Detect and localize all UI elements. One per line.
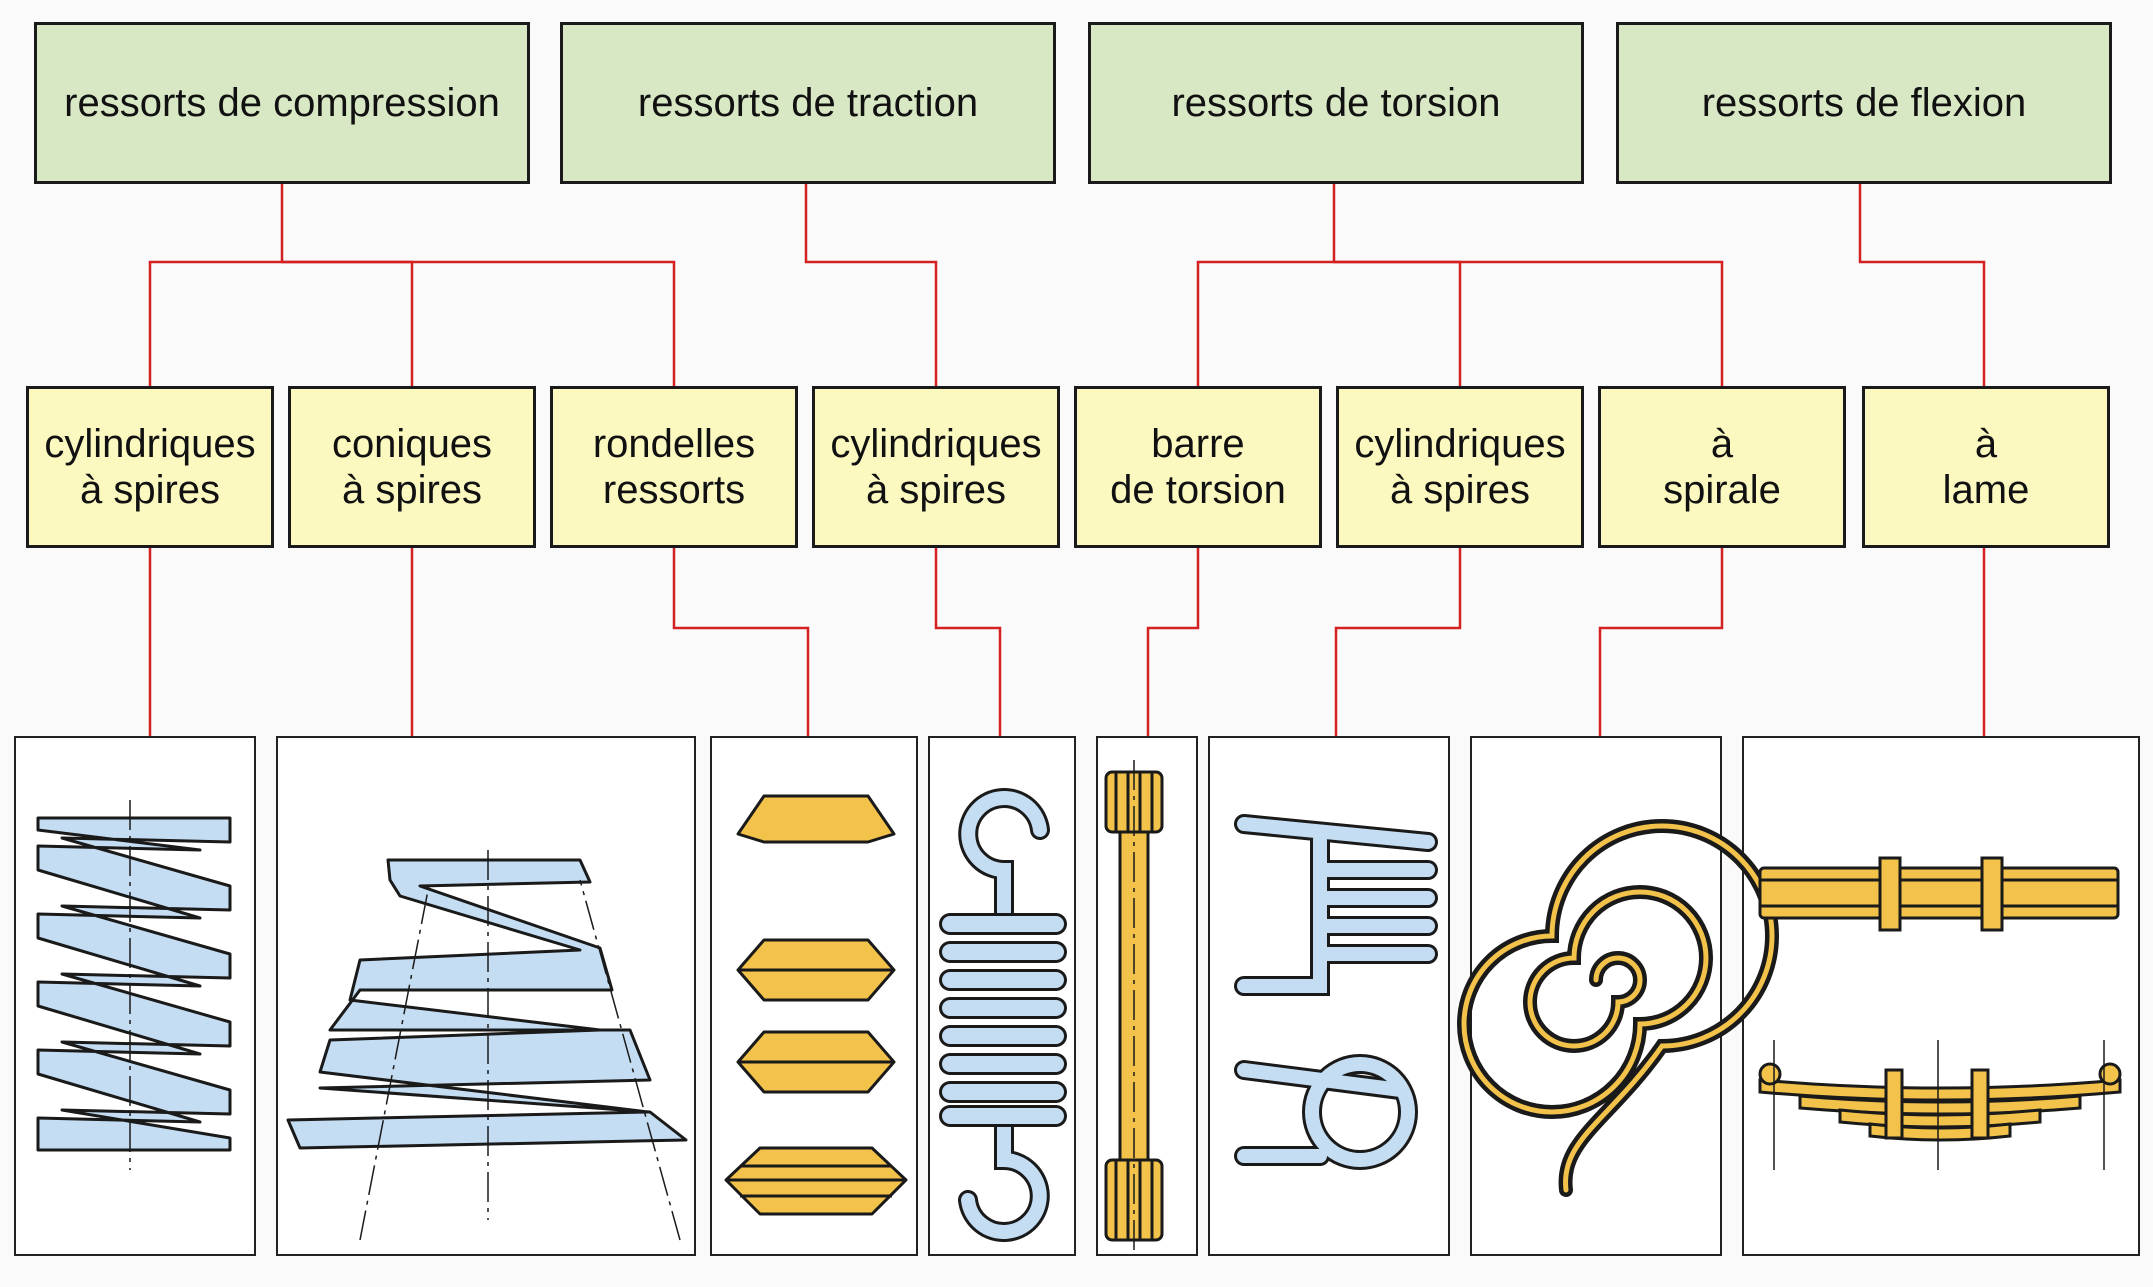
subtype-line2: lame	[1942, 468, 2030, 512]
connector-traction-cyl	[804, 184, 938, 386]
subtype-compression-conical: coniques à spires	[288, 386, 536, 548]
subtype-line1: coniques	[331, 422, 493, 466]
torsion-spring-icon	[1234, 814, 1438, 1170]
category-compression: ressorts de compression	[34, 22, 530, 184]
subtype-compression-cylindrical: cylindriques à spires	[26, 386, 274, 548]
panel-compression-conical	[276, 736, 696, 1256]
category-flexion: ressorts de flexion	[1616, 22, 2112, 184]
category-label: ressorts de flexion	[1701, 80, 2027, 125]
connector-ill-3	[672, 548, 810, 736]
subtype-torsion-cylindrical: cylindriques à spires	[1336, 386, 1584, 548]
traction-spring-icon	[939, 788, 1067, 1242]
subtype-leaf-spring: à lame	[1862, 386, 2110, 548]
subtype-line1: à	[1974, 422, 1998, 466]
subtype-line2: à spires	[1389, 468, 1531, 512]
subtype-line1: barre	[1151, 422, 1245, 466]
subtype-line2: spirale	[1663, 468, 1781, 512]
subtype-torsion-bar: barre de torsion	[1074, 386, 1322, 548]
subtype-line2: à spires	[79, 468, 221, 512]
cylindrical-compression-spring-icon	[36, 800, 232, 1170]
connector-ill-6	[1334, 548, 1462, 736]
connector-compression-cyl	[148, 184, 284, 386]
subtype-line1: cylindriques	[830, 422, 1042, 466]
category-label: ressorts de traction	[637, 80, 979, 125]
subtype-line1: rondelles	[592, 422, 756, 466]
subtype-traction-cylindrical: cylindriques à spires	[812, 386, 1060, 548]
subtype-line2: à spires	[341, 468, 483, 512]
category-label: ressorts de compression	[64, 80, 500, 125]
subtype-line2: à spires	[865, 468, 1007, 512]
subtype-line1: cylindriques	[44, 422, 256, 466]
subtype-disc-springs: rondelles ressorts	[550, 386, 798, 548]
subtype-spiral: à spirale	[1598, 386, 1846, 548]
torsion-bar-icon	[1104, 760, 1164, 1250]
connector-compression-rond	[282, 260, 676, 386]
subtype-line2: ressorts	[602, 468, 746, 512]
subtype-line2: de torsion	[1110, 468, 1286, 512]
conical-compression-spring-icon	[286, 850, 688, 1241]
connector-ill-7	[1598, 548, 1724, 736]
subtype-line1: à	[1710, 422, 1734, 466]
connector-flexion-lame	[1858, 184, 1986, 386]
disc-springs-icon	[724, 794, 908, 1216]
category-torsion: ressorts de torsion	[1088, 22, 1584, 184]
connector-torsion-barre	[1196, 184, 1336, 386]
connector-ill-4	[934, 548, 1002, 736]
spiral-spring-icon	[1457, 819, 1779, 1197]
panel-leaf-spring	[1742, 736, 2140, 1256]
category-label: ressorts de torsion	[1171, 80, 1501, 125]
connector-ill-5	[1146, 548, 1200, 736]
subtype-line1: cylindriques	[1354, 422, 1566, 466]
category-traction: ressorts de traction	[560, 22, 1056, 184]
leaf-spring-icon	[1758, 856, 2122, 1170]
connector-torsion-spirale	[1334, 260, 1724, 386]
